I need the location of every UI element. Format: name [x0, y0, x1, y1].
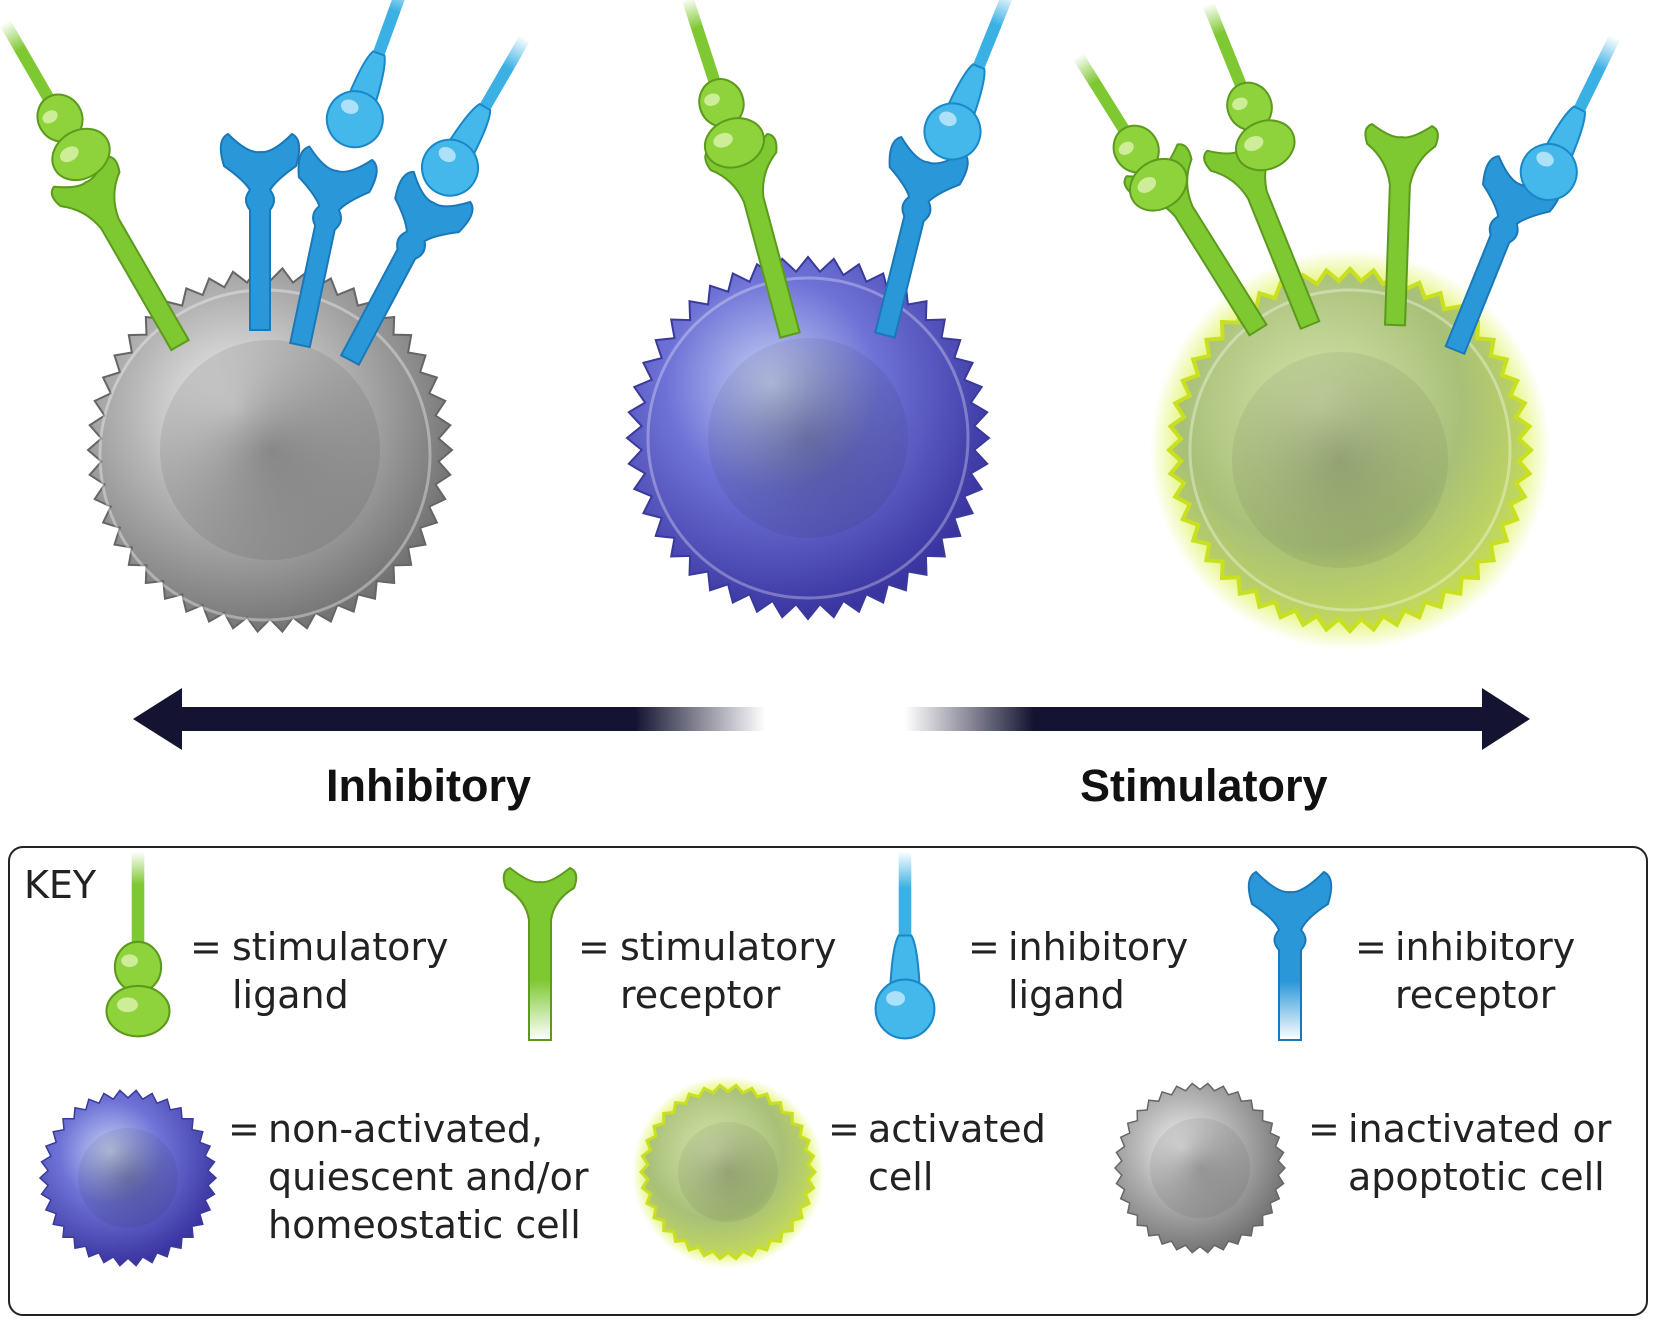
quiescent-cell-large: [625, 255, 991, 621]
key-quiescent-line2: quiescent and/or: [268, 1155, 589, 1199]
key-stimulatory-ligand-line2: ligand: [232, 973, 349, 1017]
key-quiescent-line1: non-activated,: [268, 1107, 543, 1151]
key-stimulatory-ligand-line1: stimulatory: [232, 925, 448, 969]
key-apoptotic-line1: inactivated or: [1348, 1107, 1612, 1151]
apoptotic-cell-icon: [1113, 1082, 1287, 1254]
stimulatory-receptor-icon: [502, 866, 578, 1041]
key-activated-line2: cell: [868, 1155, 933, 1199]
key-activated-line1: activated: [868, 1107, 1046, 1151]
svg-text:=: =: [190, 925, 222, 969]
key-apoptotic-line2: apoptotic cell: [1348, 1155, 1605, 1199]
svg-text:=: =: [1308, 1107, 1340, 1151]
svg-text:=: =: [968, 925, 1000, 969]
inhibitory-arrow: [133, 688, 765, 750]
activated-cell-large: [1150, 250, 1550, 650]
inhibitory-label: Inhibitory: [326, 760, 531, 811]
stimulatory-label: Stimulatory: [1080, 760, 1328, 811]
stimulatory-arrow: [905, 688, 1530, 750]
key-quiescent-line3: homeostatic cell: [268, 1203, 581, 1247]
key-stimulatory-receptor-line1: stimulatory: [620, 925, 836, 969]
key-box: [8, 846, 1648, 1316]
svg-text:=: =: [828, 1107, 860, 1151]
svg-text:=: =: [228, 1107, 260, 1151]
activated-cell-icon: [632, 1076, 824, 1268]
quiescent-cell-icon: [38, 1089, 218, 1267]
svg-text:=: =: [1355, 925, 1387, 969]
key-inhibitory-receptor-line1: inhibitory: [1395, 925, 1575, 969]
key-inhibitory-ligand-line2: ligand: [1008, 973, 1125, 1017]
key-inhibitory-receptor-line2: receptor: [1395, 973, 1556, 1017]
inhibitory-receptor-icon: [1247, 870, 1333, 1041]
key-inhibitory-ligand-line1: inhibitory: [1008, 925, 1188, 969]
key-stimulatory-receptor-line2: receptor: [620, 973, 781, 1017]
svg-text:=: =: [578, 925, 610, 969]
key-title: KEY: [24, 863, 97, 907]
